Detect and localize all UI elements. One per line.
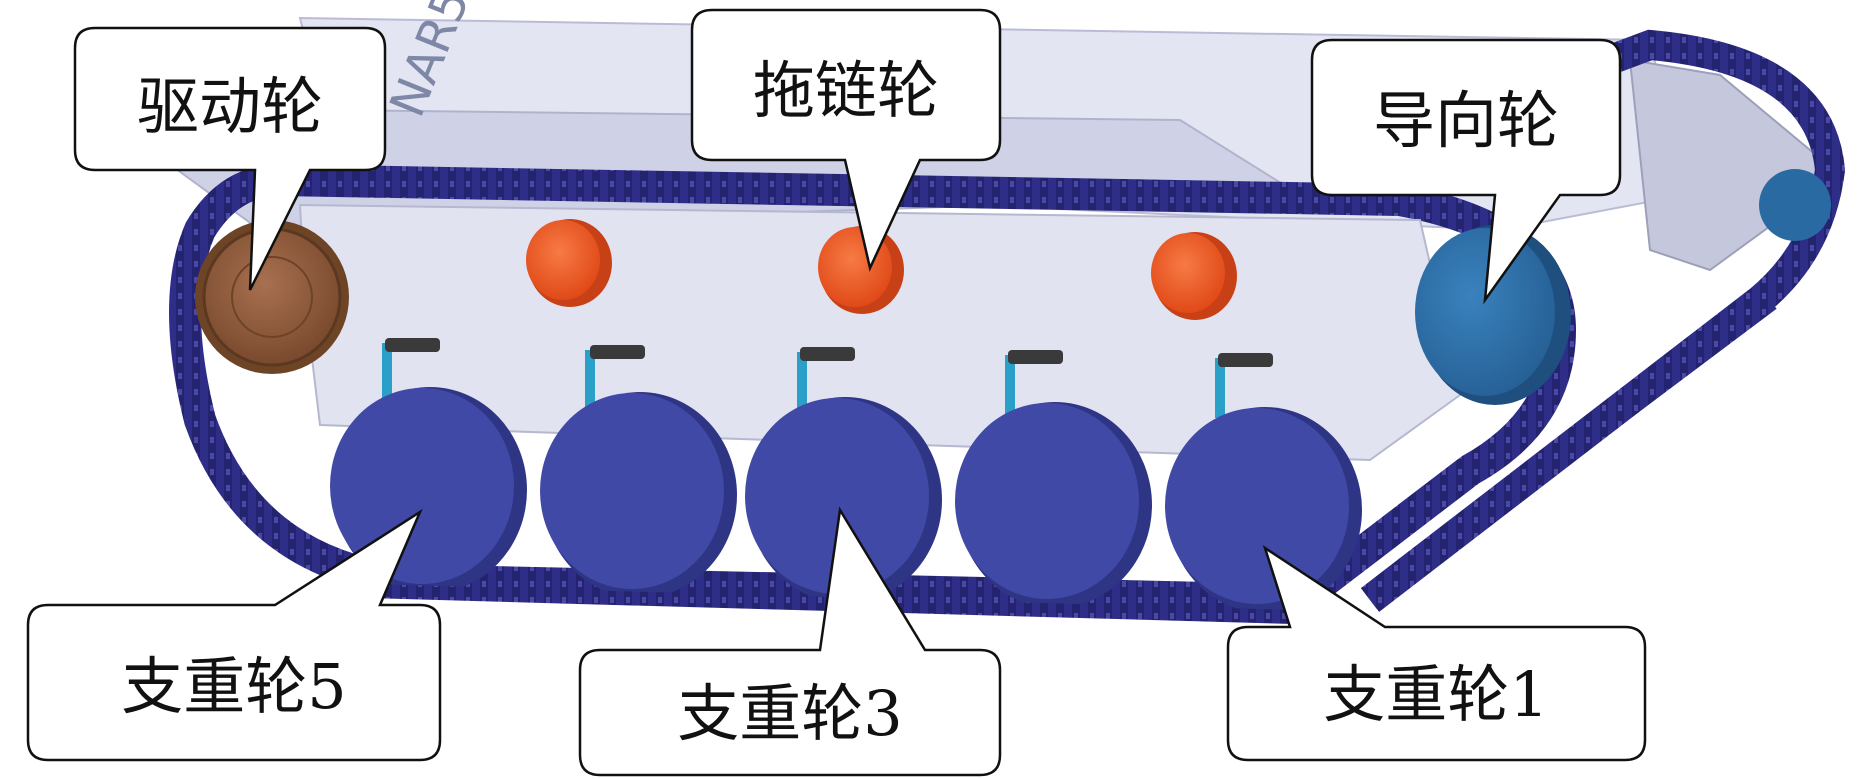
- carrier-roller: [1151, 232, 1237, 320]
- road-wheel-2: [955, 402, 1152, 608]
- callout-label-road-wheel-1: 支重轮1: [1323, 658, 1548, 731]
- callout-road-wheel-5: 支重轮5: [26, 508, 442, 762]
- callout-label-road-wheel-5: 支重轮5: [121, 650, 346, 723]
- road-wheel-4: [540, 392, 737, 598]
- callout-label-road-wheel-3: 支重轮3: [677, 677, 902, 750]
- callout-idler-wheel: 导向轮: [1310, 38, 1622, 305]
- callout-road-wheel-1: 支重轮1: [1226, 545, 1647, 762]
- callout-label-carrier-roller: 拖链轮: [753, 54, 939, 127]
- road-wheel-3: [745, 397, 942, 603]
- carrier-roller: [526, 219, 612, 307]
- callout-drive-wheel: 驱动轮: [73, 26, 387, 291]
- callout-carrier-roller: 拖链轮: [690, 8, 1002, 272]
- suspension-arms: [382, 338, 1273, 418]
- road-wheel-1: [1165, 407, 1362, 613]
- road-wheels: [330, 387, 1362, 613]
- suspension-arm: [382, 338, 440, 403]
- track-front-sweep: [1324, 29, 1846, 612]
- suspension-arm: [1215, 353, 1273, 418]
- suspension-arm: [797, 347, 855, 412]
- suspension-arm: [1005, 350, 1063, 415]
- callout-road-wheel-3: 支重轮3: [578, 506, 1002, 777]
- callout-label-idler-wheel: 导向轮: [1373, 84, 1559, 157]
- callout-label-drive-wheel: 驱动轮: [137, 70, 323, 143]
- idler-wheel: [1415, 225, 1571, 405]
- suspension-arm: [585, 345, 645, 410]
